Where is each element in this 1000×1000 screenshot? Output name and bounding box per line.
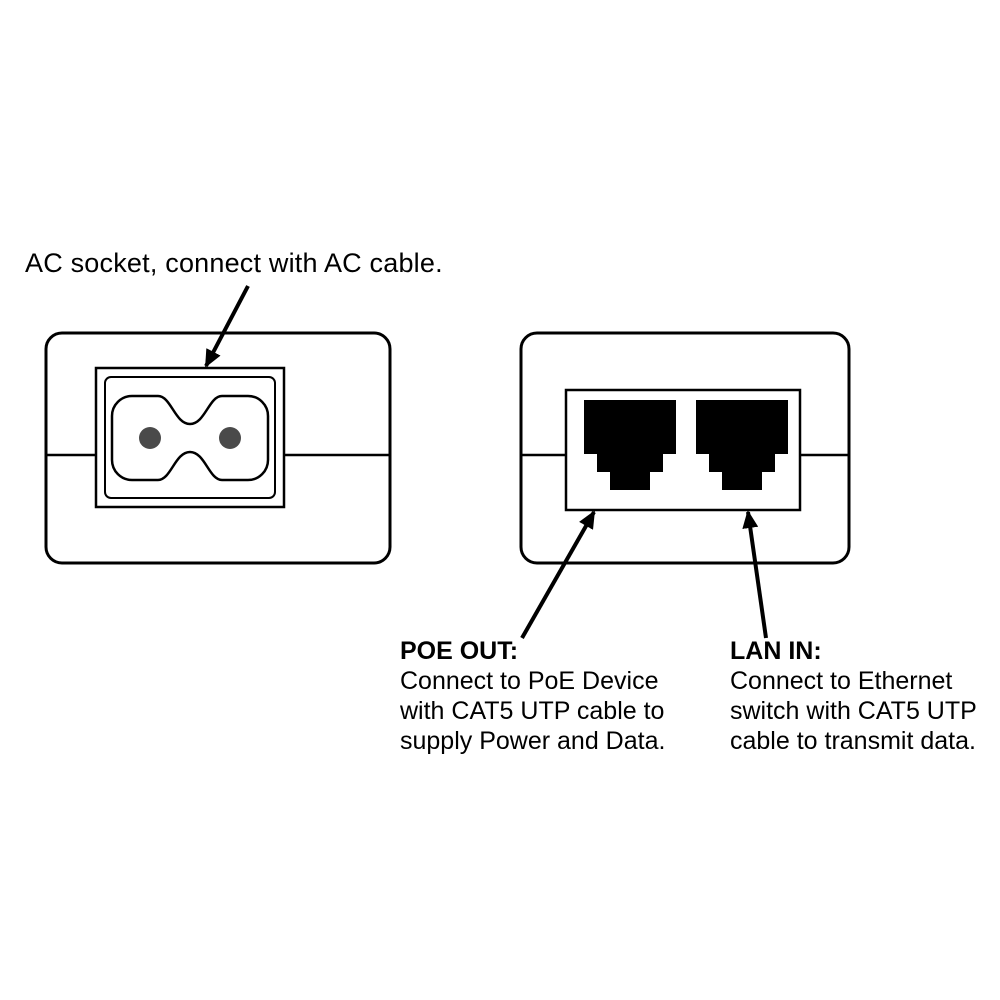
poe-arrow [520,510,596,639]
lan-arrow [742,510,768,639]
poe-out-line-2: with CAT5 UTP cable to [400,697,665,725]
ac-socket-figure8 [110,394,270,482]
rj45-port-lan [696,400,788,490]
left-device-panel [44,331,392,565]
ac-socket-annotation: AC socket, connect with AC cable. [25,248,443,279]
lan-in-line-3: cable to transmit data. [730,727,976,755]
poe-out-line-3: supply Power and Data. [400,727,666,755]
right-device-panel [519,331,851,565]
poe-out-line-1: Connect to PoE Device [400,667,659,695]
lan-in-line-2: switch with CAT5 UTP [730,697,977,725]
ac-arrow [204,285,250,368]
rj45-port-poe [584,400,676,490]
lan-in-callout: LAN IN: Connect to Ethernet switch with … [730,636,977,756]
ac-pin-left [139,427,161,449]
poe-out-title: POE OUT: [400,637,519,665]
lan-in-line-1: Connect to Ethernet [730,667,953,695]
lan-in-title: LAN IN: [730,637,822,665]
ac-pin-right [219,427,241,449]
ac-socket-annotation-text: AC socket, connect with AC cable. [25,248,443,278]
poe-out-callout: POE OUT: Connect to PoE Device with CAT5… [400,636,665,756]
